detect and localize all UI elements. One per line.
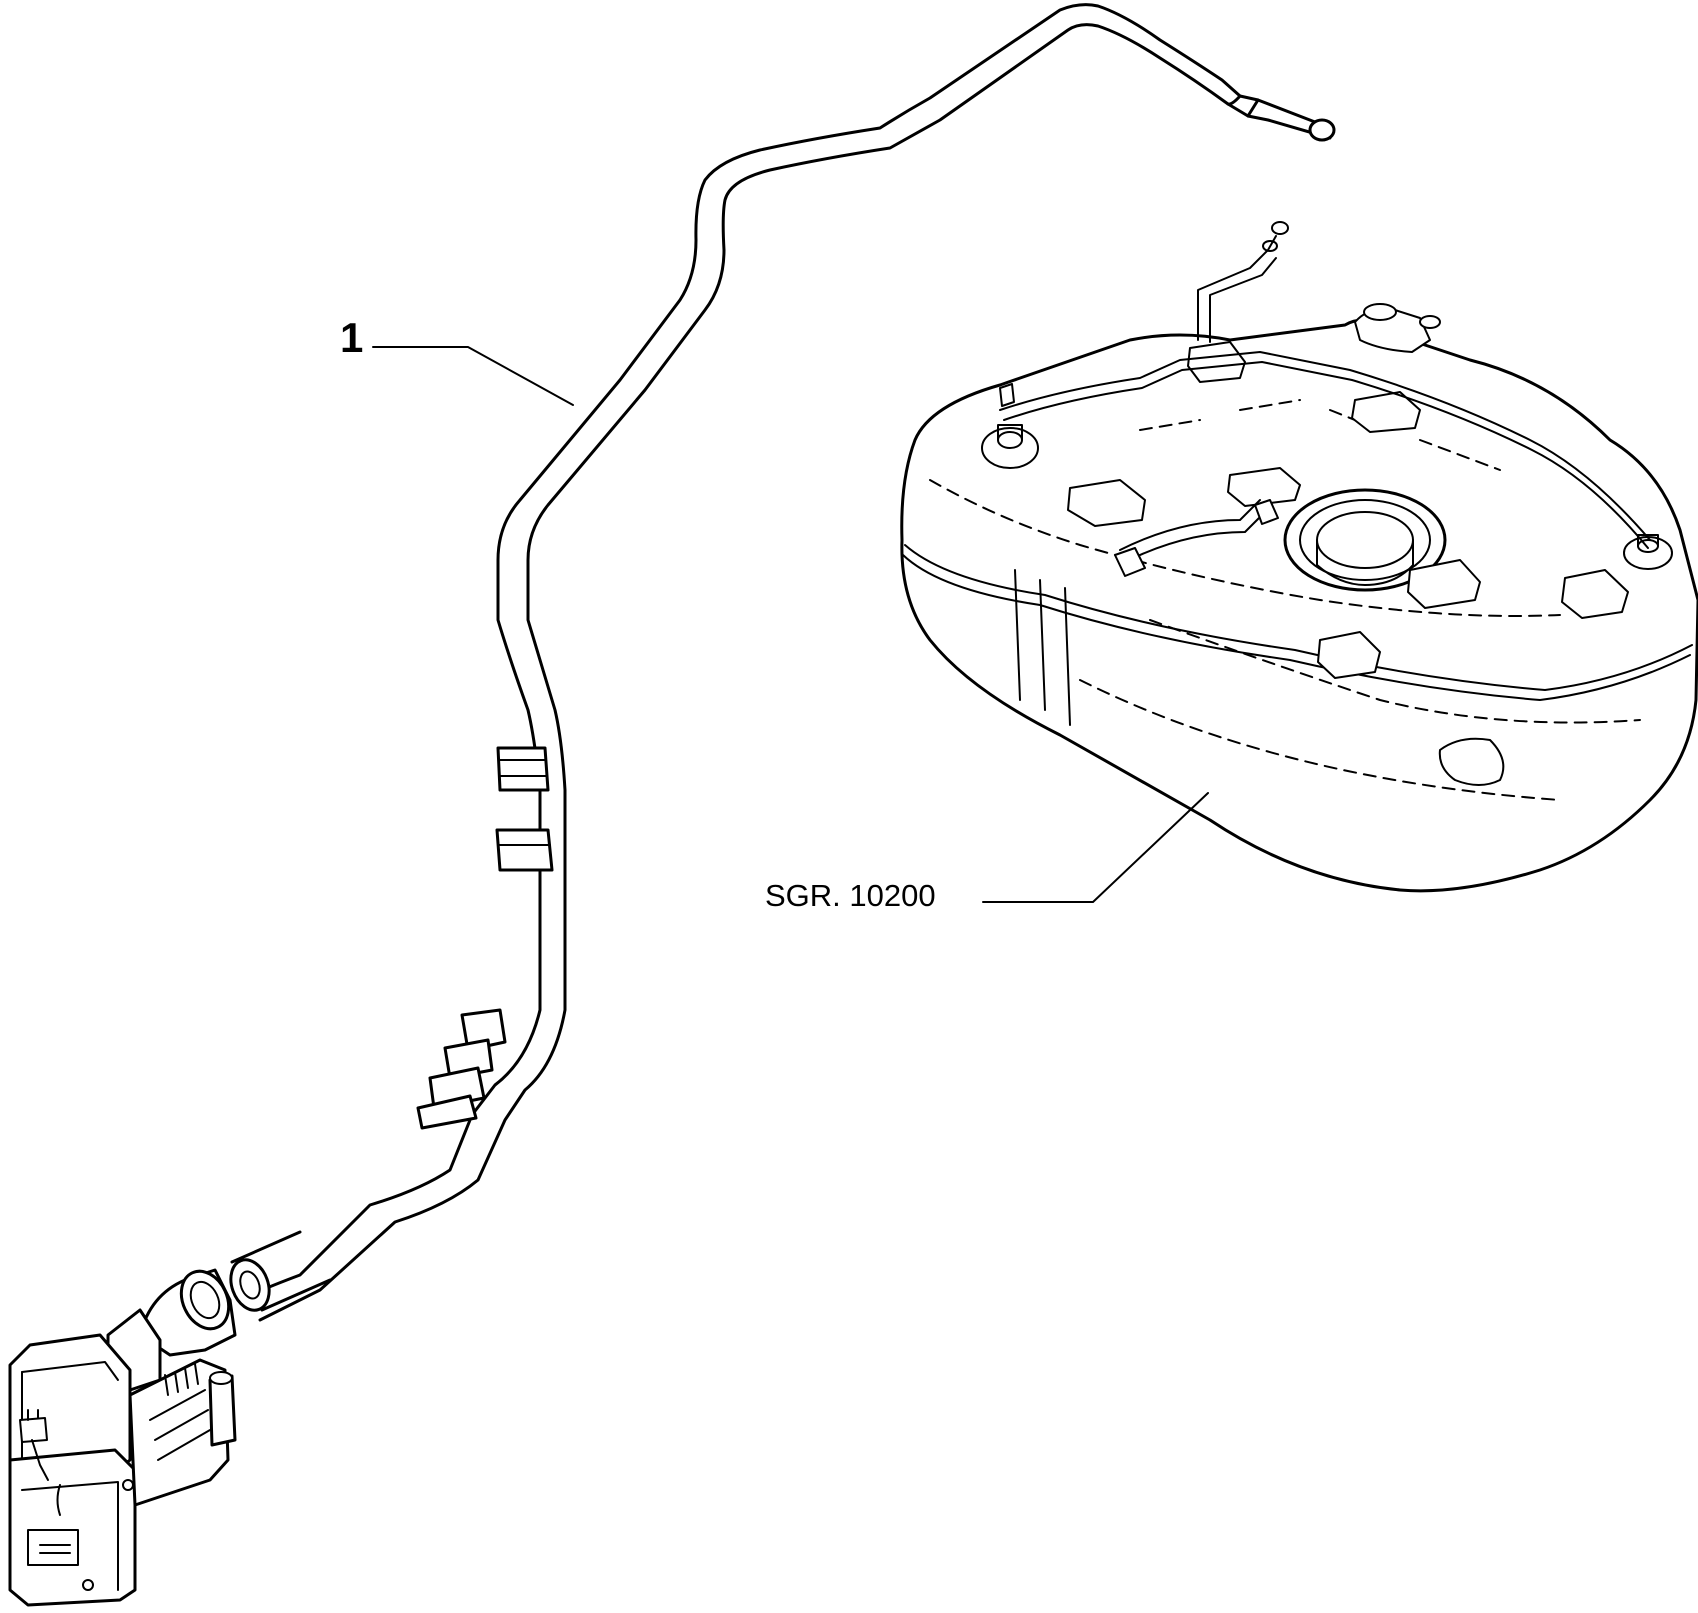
- fuel-tank[interactable]: [900, 221, 1698, 893]
- callout-tank-ref[interactable]: SGR. 10200: [765, 792, 1209, 913]
- callout-label-sgr: SGR. 10200: [765, 878, 936, 913]
- fuel-hose[interactable]: [224, 3, 1336, 1322]
- heater-unit[interactable]: [8, 1264, 238, 1607]
- callout-label-1: 1: [340, 314, 363, 361]
- leader-line-1: [372, 346, 574, 406]
- leader-line-sgr: [982, 792, 1209, 903]
- callout-part-1[interactable]: 1: [340, 314, 574, 406]
